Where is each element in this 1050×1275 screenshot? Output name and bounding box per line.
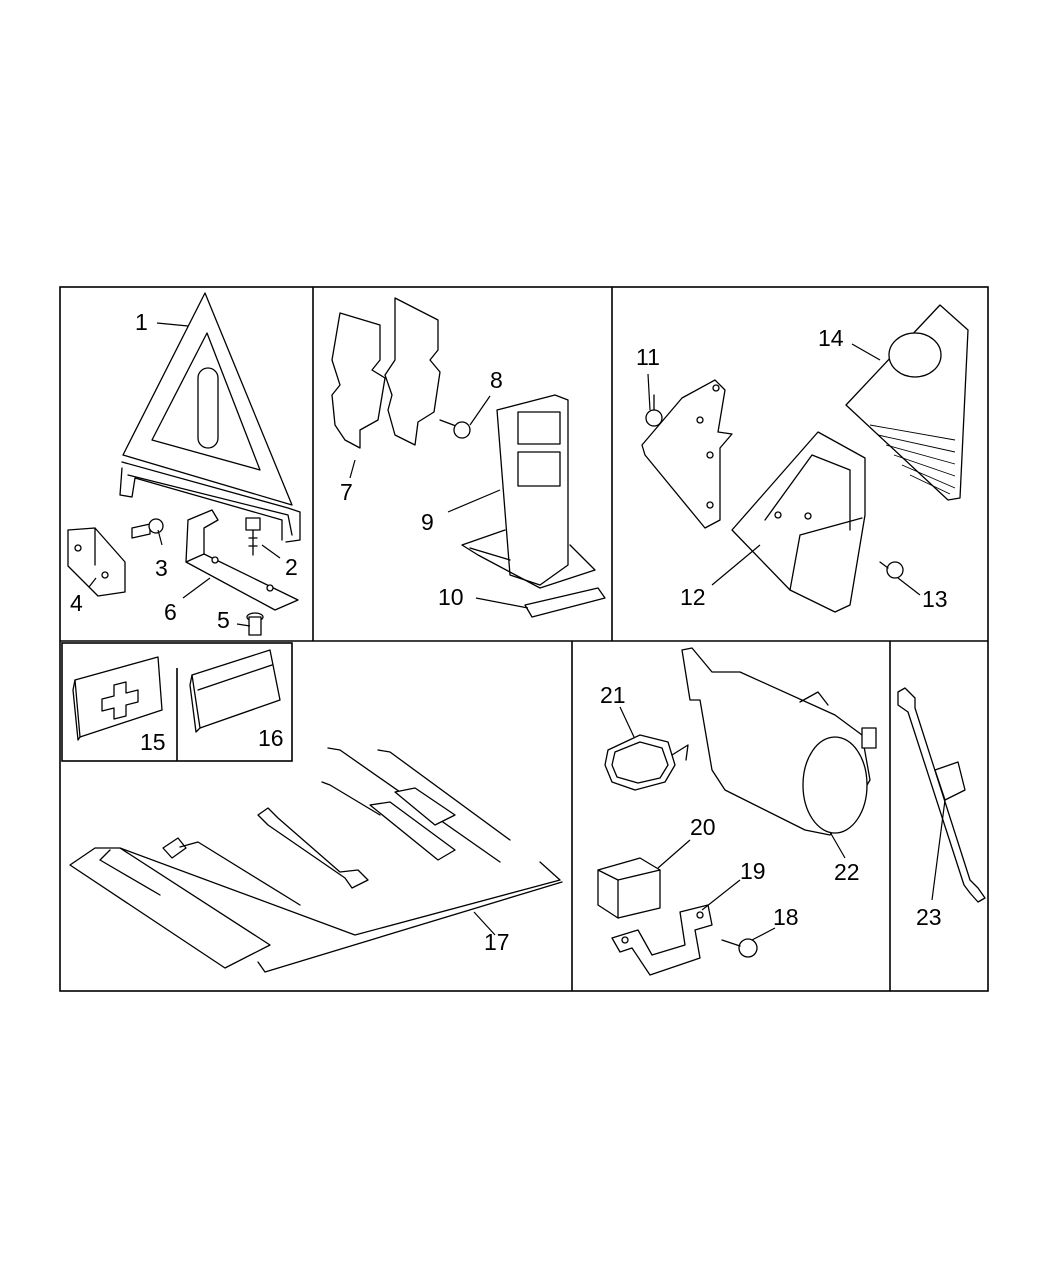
callout-12: 12 [680,584,706,610]
callout-23: 23 [916,904,942,930]
callout-2: 2 [285,554,298,580]
screw-icon [131,518,164,539]
reflector-stand-icon [461,394,596,589]
callout-4: 4 [70,590,83,616]
rivet-icon [246,612,264,636]
first-aid-kit-icon [72,656,163,741]
callout-22: 22 [834,859,860,885]
screw-icon-2 [879,561,904,579]
callout-20: 20 [690,814,716,840]
warning-triangle-icon [119,292,301,543]
callout-13: 13 [922,586,948,612]
mounting-bracket-icon [67,527,126,597]
holder-bracket-icon [185,509,299,611]
extinguisher-bracket-icon [611,904,713,976]
callout-16: 16 [258,725,284,751]
callout-7: 7 [340,479,353,505]
retaining-strap-icon [604,734,689,791]
callout-19: 19 [740,858,766,884]
document-wallet-icon [189,649,281,733]
fire-extinguisher-icon [681,647,877,836]
callout-1: 1 [135,309,148,335]
callout-14: 14 [818,325,844,351]
callout-10: 10 [438,584,464,610]
callout-15: 15 [140,729,166,755]
callout-3: 3 [155,555,168,581]
callout-6: 6 [164,599,177,625]
support-rod-icon [897,687,986,903]
push-clip-icon [439,419,471,439]
reflector-cover-icon [331,297,441,449]
callout-18: 18 [773,904,799,930]
callout-17: 17 [484,929,510,955]
washer-bolt-icon [645,394,663,427]
panel-frames [59,286,989,992]
callout-11: 11 [636,344,660,370]
rubber-strip-icon [524,587,606,618]
wheel-chock-icon [845,304,969,501]
callout-21: 21 [600,682,626,708]
storage-tray-icon [731,431,866,613]
bolt-icon [245,517,261,556]
leader-lines [88,322,946,941]
mounting-plate-icon [641,379,733,529]
hex-bolt-icon [721,938,758,958]
callout-5: 5 [217,607,230,633]
callout-8: 8 [490,367,503,393]
callout-9: 9 [421,509,434,535]
rubber-pad-icon [597,857,661,919]
tool-roll-icon [69,747,563,973]
